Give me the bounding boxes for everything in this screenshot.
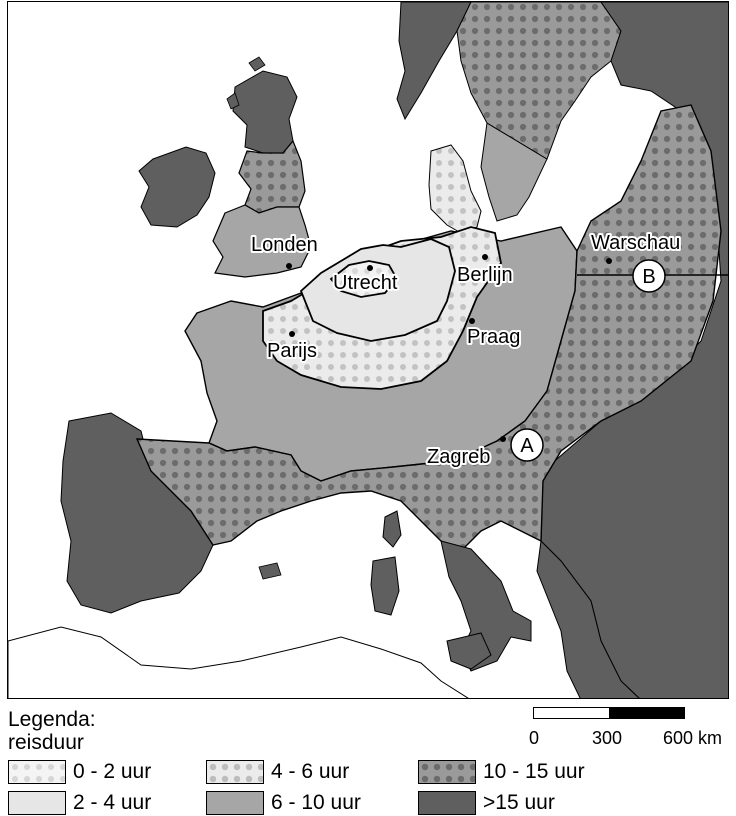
legend-item-2-4: 2 - 4 uur [8,790,151,816]
britain-zone-6-10 [212,204,312,278]
scale-bar [533,707,685,719]
sicily [446,632,492,670]
sweden-south [480,122,548,222]
marker-b: B [632,259,666,293]
legend-swatch-0-2 [8,760,66,784]
legend-item-6-10: 6 - 10 uur [206,790,361,816]
italy-south [440,540,532,672]
scale-tick-0: 0 [529,728,540,748]
zone-10-15-south [135,104,722,552]
legend-swatch-10-15 [418,760,476,784]
city-label-utrecht: Utrecht [333,272,398,294]
legend-item-0-2: 0 - 2 uur [8,759,151,785]
legend-item-over-15: >15 uur [418,790,555,816]
legend-subtitle: reisduur [8,731,84,754]
ireland-landmass [138,146,216,228]
city-label-zagreb: Zagreb [427,446,490,468]
balkans-south [536,539,640,698]
city-label-parijs: Parijs [267,340,317,362]
legend-swatch-over-15 [418,791,476,815]
denmark-zone [428,144,482,234]
scale-tick-600: 600 km [663,728,723,748]
travel-time-map: Londen Utrecht Berlijn Parijs Praag Wars… [7,1,729,699]
legend-swatch-4-6 [206,760,264,784]
legend-swatch-6-10 [206,791,264,815]
legend-label-2-4: 2 - 4 uur [73,791,152,814]
legend-item-10-15: 10 - 15 uur [418,759,585,785]
corsica [382,510,402,548]
city-label-londen: Londen [251,234,318,256]
legend-label-6-10: 6 - 10 uur [271,791,361,814]
legend-title: Legenda: [8,708,96,731]
zone-0-2 [329,260,399,298]
scale-bar-black [609,708,684,718]
city-label-warschau: Warschau [591,232,680,254]
legend-label-over-15: >15 uur [483,791,555,814]
city-label-praag: Praag [467,326,520,348]
legend-item-4-6: 4 - 6 uur [206,759,349,785]
city-label-berlijn: Berlijn [457,264,513,286]
marker-a-label: A [520,435,534,457]
legend-label-4-6: 4 - 6 uur [271,760,350,783]
legend-label-10-15: 10 - 15 uur [483,760,585,783]
scale-bar-white [534,708,609,718]
marker-b-label: B [642,266,655,288]
sardinia [370,556,400,616]
legend-swatch-2-4 [8,791,66,815]
north-africa-coast [8,626,469,698]
legend-label-0-2: 0 - 2 uur [73,760,152,783]
marker-a: A [510,428,544,462]
scale-tick-300: 300 [592,728,623,748]
map-canvas: Londen Utrecht Berlijn Parijs Praag Wars… [8,2,728,698]
city-dots [286,254,612,442]
